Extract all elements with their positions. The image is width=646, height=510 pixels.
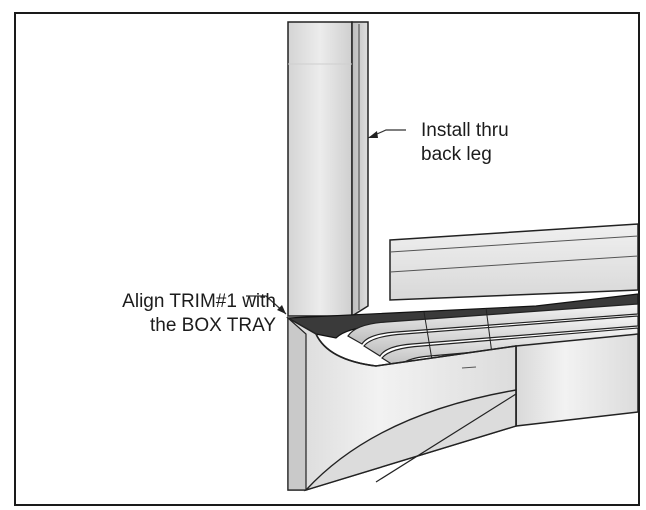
trim-1-mark: [461, 366, 477, 369]
tray-wall-line-mid: [389, 255, 638, 273]
leader-lines: [246, 129, 406, 315]
drawing-frame: Install thru back leg Align TRIM#1 with …: [14, 12, 640, 506]
trim-1-left-edge: [287, 316, 307, 491]
box-tray-long-face: [515, 333, 638, 427]
trim-1-bottom-slope: [303, 389, 517, 492]
install-callout-line-1: Install thru: [421, 120, 509, 141]
tray-wall-line-top: [389, 235, 638, 253]
rail-1: [347, 303, 638, 345]
back-leg-front-face: [287, 21, 353, 317]
rail-joint-right: [485, 307, 493, 355]
back-leg: [287, 21, 369, 318]
align-callout-line-2: the BOX TRAY: [149, 315, 276, 336]
trim-installation-diagram: [246, 21, 638, 492]
rail-2: [363, 315, 638, 357]
leader-align-arrow: [277, 305, 286, 314]
leader-install-arrow: [368, 131, 378, 138]
align-callout-line-1: Align TRIM#1 with: [122, 291, 276, 312]
align-callout: Align TRIM#1 with the BOX TRAY: [26, 290, 276, 338]
install-callout-line-2: back leg: [421, 144, 492, 165]
tray-back-wall: [389, 223, 638, 301]
install-callout: Install thru back leg: [421, 119, 509, 167]
trim-1-rounded-edge: [315, 333, 517, 367]
trim-1-slope-crease: [375, 393, 517, 483]
tray-back-wall-face: [389, 223, 638, 301]
box-tray: [287, 316, 638, 492]
back-leg-side-face: [351, 21, 369, 318]
rail-joint-left: [423, 311, 433, 361]
